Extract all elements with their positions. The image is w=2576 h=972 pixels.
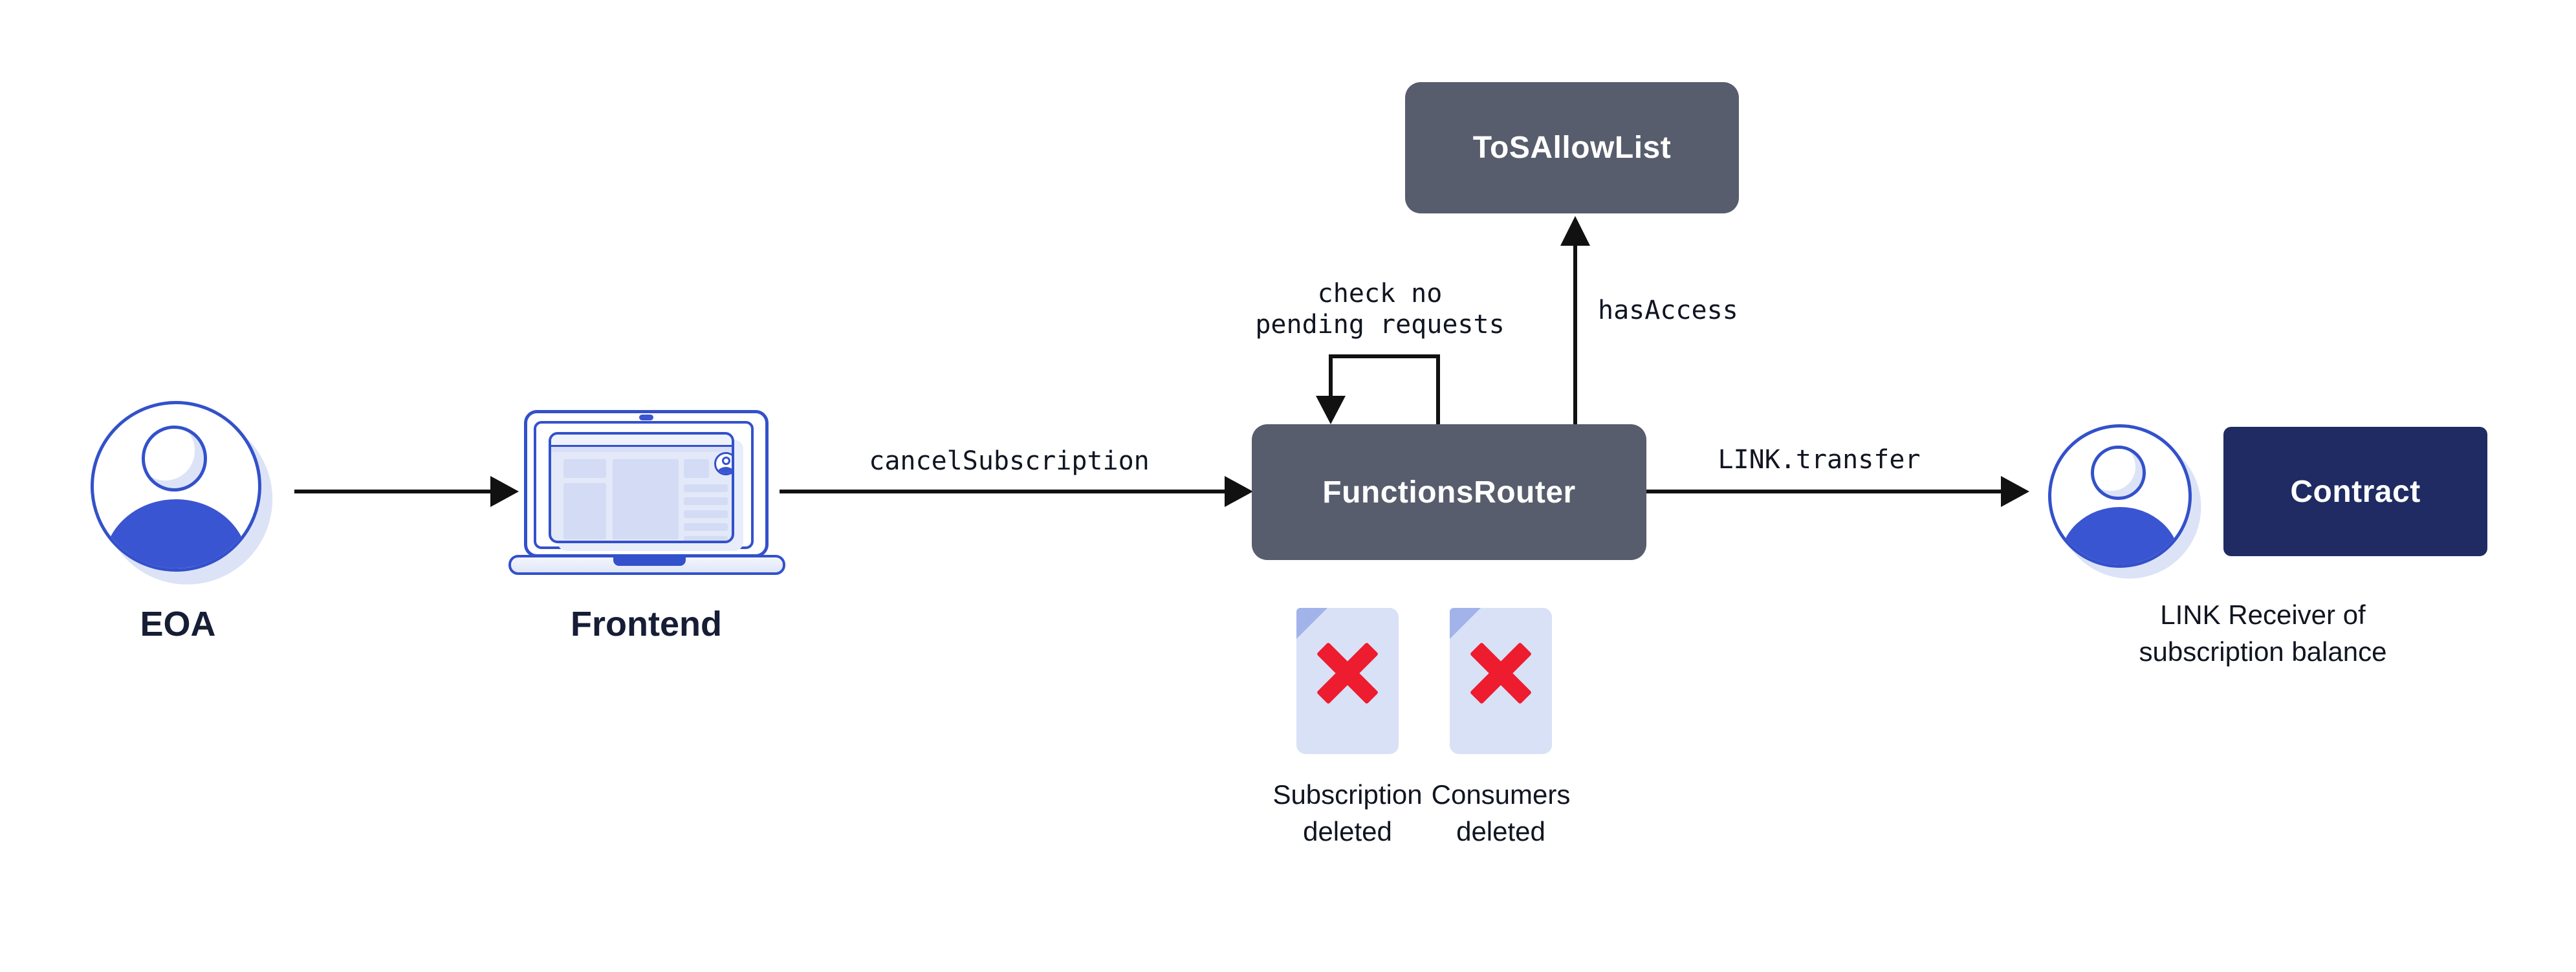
contract-label: Contract bbox=[2290, 474, 2421, 509]
edge-label-has-access: hasAccess bbox=[1598, 296, 1738, 325]
edge-label-check-pending: check no pending requests bbox=[1255, 279, 1505, 340]
self-loop-right-segment bbox=[1436, 354, 1440, 424]
avatar-head bbox=[2091, 445, 2146, 501]
self-loop-arrowhead bbox=[1316, 396, 1346, 424]
arrow-link-transfer-line bbox=[1646, 490, 2002, 493]
self-loop-top-segment bbox=[1329, 354, 1440, 358]
arrow-has-access-head bbox=[1560, 216, 1590, 246]
eoa-person-icon bbox=[91, 401, 273, 585]
receiver-person-icon bbox=[2048, 424, 2201, 579]
laptop-base bbox=[508, 555, 785, 575]
subscription-deleted-document-icon bbox=[1296, 608, 1399, 754]
laptop-browser-window bbox=[549, 432, 734, 543]
mini-avatar-torso bbox=[717, 467, 732, 473]
tos-allow-list-label: ToSAllowList bbox=[1472, 131, 1672, 165]
browser-row bbox=[684, 510, 728, 518]
edge-label-link-transfer: LINK.transfer bbox=[1718, 445, 1921, 475]
browser-block bbox=[613, 459, 679, 539]
subscription-deleted-label: Subscription deleted bbox=[1272, 779, 1423, 847]
laptop-notch bbox=[613, 557, 686, 566]
avatar-circle bbox=[2048, 424, 2192, 568]
laptop-webcam bbox=[639, 415, 653, 420]
mini-avatar-head bbox=[722, 457, 730, 465]
browser-row bbox=[684, 497, 728, 505]
browser-block bbox=[563, 459, 606, 478]
avatar-head bbox=[141, 426, 208, 491]
arrow-has-access-line bbox=[1573, 243, 1577, 424]
arrow-eoa-to-frontend-head bbox=[490, 476, 519, 507]
avatar-torso bbox=[2059, 506, 2181, 565]
arrow-eoa-to-frontend-line bbox=[294, 490, 493, 493]
browser-row bbox=[684, 523, 728, 531]
edge-label-cancel-subscription: cancelSubscription bbox=[869, 446, 1150, 476]
arrow-link-transfer-head bbox=[2001, 476, 2029, 507]
receiver-caption: LINK Receiver of subscription balance bbox=[2139, 599, 2387, 667]
browser-row bbox=[684, 536, 728, 541]
eoa-label: EOA bbox=[140, 605, 216, 643]
node-functions-router: FunctionsRouter bbox=[1252, 424, 1646, 560]
browser-header-bar bbox=[551, 435, 732, 447]
node-tos-allow-list: ToSAllowList bbox=[1405, 82, 1739, 213]
consumers-deleted-document-icon bbox=[1450, 608, 1552, 754]
avatar-torso bbox=[104, 499, 248, 568]
functions-router-label: FunctionsRouter bbox=[1322, 475, 1576, 510]
browser-row bbox=[684, 484, 728, 492]
avatar-circle bbox=[91, 401, 261, 572]
arrow-cancel-subscription-line bbox=[780, 490, 1227, 493]
browser-block bbox=[684, 459, 709, 478]
browser-toolbar-band bbox=[551, 447, 732, 452]
self-loop-left-segment bbox=[1329, 354, 1333, 397]
browser-block bbox=[563, 483, 606, 539]
arrow-cancel-subscription-head bbox=[1225, 476, 1253, 507]
consumers-deleted-label: Consumers deleted bbox=[1431, 779, 1571, 847]
browser-user-avatar-icon bbox=[714, 452, 732, 475]
node-contract: Contract bbox=[2223, 427, 2487, 556]
frontend-label: Frontend bbox=[571, 605, 722, 643]
